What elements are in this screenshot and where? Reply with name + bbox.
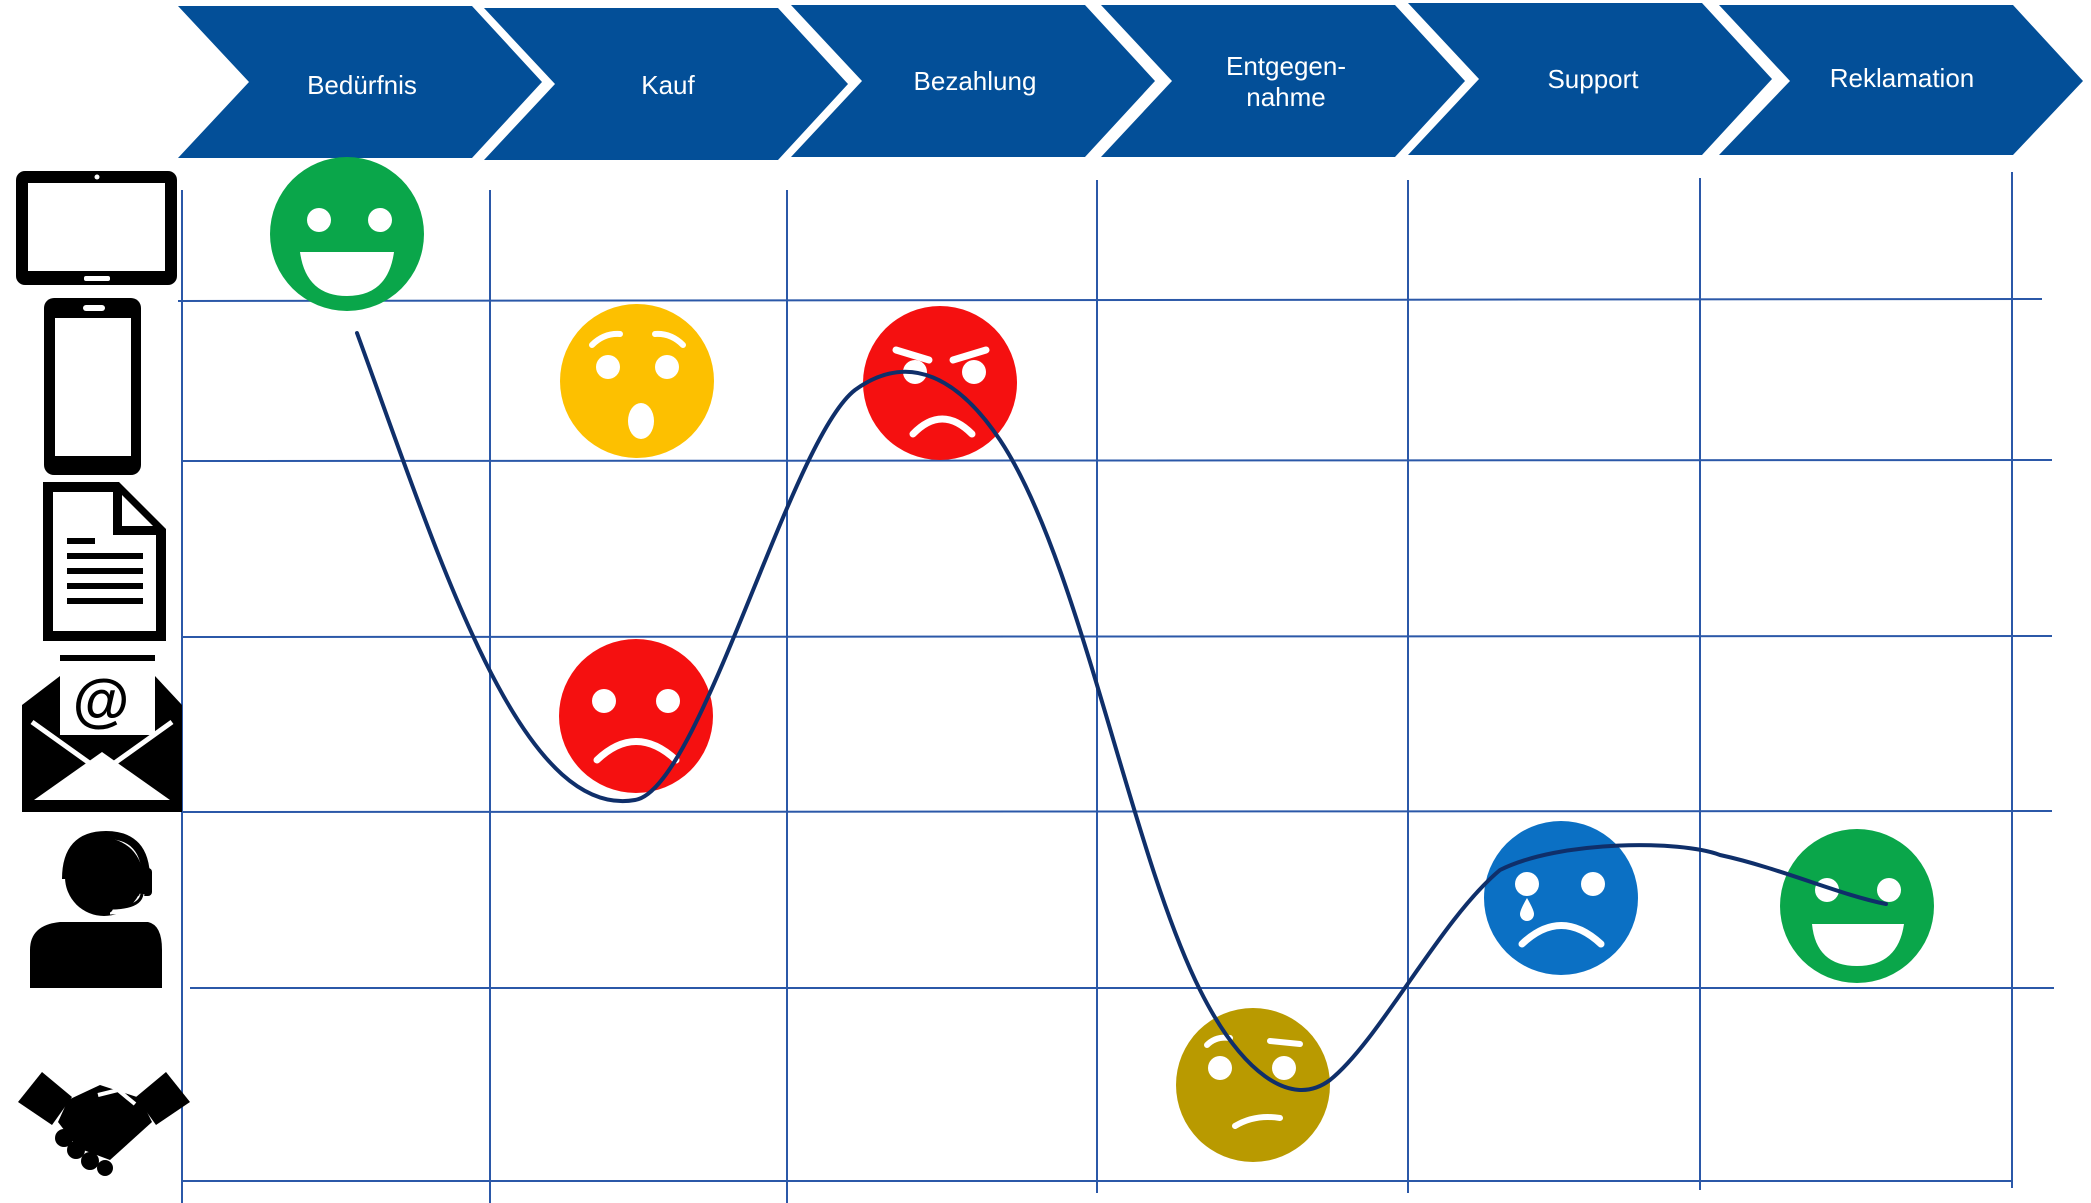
email-icon: @ <box>22 655 182 812</box>
document-icon <box>43 482 166 641</box>
channel-icons: @ <box>16 171 190 1176</box>
unsure-face-icon <box>1176 1008 1330 1162</box>
stage-chevron-beduerfnis: Bedürfnis <box>178 6 545 162</box>
stage-chevron-support: Support <box>1408 3 1775 159</box>
angry-face-icon <box>863 306 1017 460</box>
call-center-agent-icon <box>30 830 162 988</box>
stage-label-entgegennahme-line2: nahme <box>1246 82 1326 112</box>
emotion-faces <box>270 157 1934 1162</box>
grid-hline <box>177 298 2043 302</box>
stage-label-entgegennahme-line1: Entgegen- <box>1226 51 1346 81</box>
very-happy-face-icon <box>270 157 424 311</box>
stage-chevron-reklamation: Reklamation <box>1719 5 2086 159</box>
stage-label-support: Support <box>1547 64 1639 94</box>
journey-grid <box>177 172 2054 1203</box>
shocked-face-icon <box>560 304 714 458</box>
very-happy-face-icon <box>1780 829 1934 983</box>
handshake-icon <box>18 1072 190 1176</box>
svg-text:@: @ <box>73 668 130 733</box>
journey-curve <box>355 331 1888 1092</box>
grid-hline <box>181 810 2053 813</box>
tablet-icon <box>16 171 177 285</box>
stage-chevron-kauf: Kauf <box>484 8 851 162</box>
stage-chevron-entgegennahme: Entgegen- nahme <box>1101 5 1468 160</box>
stage-label-bezahlung: Bezahlung <box>914 66 1037 96</box>
grid-hline <box>181 459 2053 462</box>
stage-label-beduerfnis: Bedürfnis <box>307 70 417 100</box>
stage-chevron-bezahlung: Bezahlung <box>791 5 1158 160</box>
stage-label-kauf: Kauf <box>641 70 695 100</box>
smartphone-icon <box>44 298 141 475</box>
sad-face-icon <box>559 639 713 793</box>
stage-label-reklamation: Reklamation <box>1830 63 1975 93</box>
grid-hline <box>181 635 2053 638</box>
stage-header: Bedürfnis Kauf Bezahlung Entgegen- nahme… <box>178 3 2086 162</box>
